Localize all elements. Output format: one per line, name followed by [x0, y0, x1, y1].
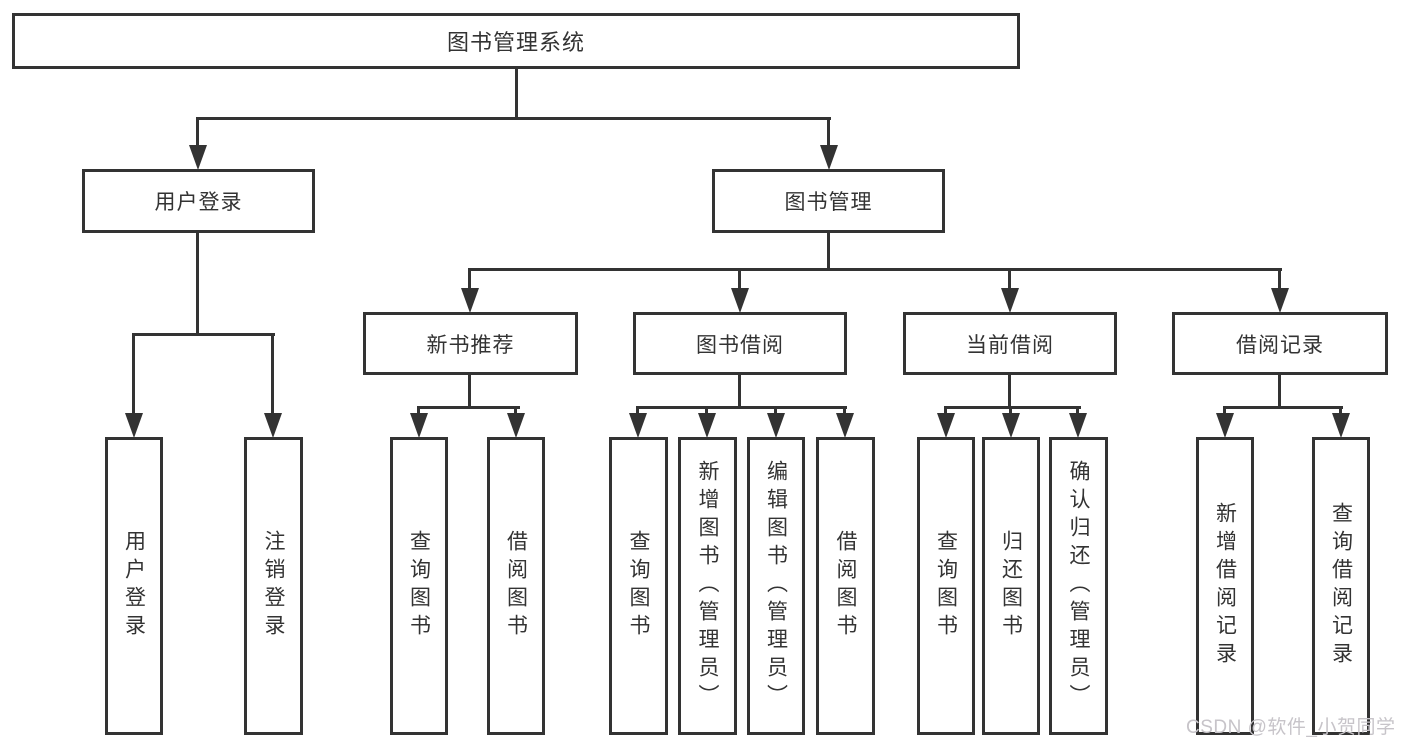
node-book-borrow-label: 图书借阅 — [696, 333, 784, 357]
arrowhead-down-icon — [1271, 288, 1289, 313]
arrowhead-down-icon — [1002, 413, 1020, 438]
connector-line — [468, 268, 1282, 271]
arrowhead-down-icon — [629, 413, 647, 438]
connector-line — [944, 406, 947, 418]
arrowhead-down-icon — [731, 288, 749, 313]
node-book-borrow: 图书借阅 — [633, 312, 847, 375]
arrowhead-down-icon — [1001, 288, 1019, 313]
node-user-login-label: 用户登录 — [154, 191, 243, 214]
leaf-borrow-add-books-label: 新增图书（管理员） — [696, 460, 720, 712]
csdn-watermark: CSDN @软件_小贺同学 — [1186, 717, 1396, 738]
connector-line — [271, 333, 274, 415]
leaf-records-query-record-label: 查询借阅记录 — [1329, 502, 1353, 670]
node-borrow-records-label: 借阅记录 — [1236, 333, 1324, 357]
node-borrow-records: 借阅记录 — [1172, 312, 1388, 375]
leaf-records-query-record: 查询借阅记录 — [1312, 437, 1370, 735]
arrowhead-down-icon — [767, 413, 785, 438]
connector-line — [843, 406, 846, 418]
leaf-current-confirm-return-label: 确认归还（管理员） — [1067, 460, 1091, 712]
leaf-records-add-record-label: 新增借阅记录 — [1213, 502, 1237, 670]
leaf-records-add-record: 新增借阅记录 — [1196, 437, 1254, 735]
node-current-borrow: 当前借阅 — [903, 312, 1117, 375]
leaf-user-login: 用户登录 — [105, 437, 163, 735]
connector-line — [132, 333, 275, 336]
leaf-borrow-add-books: 新增图书（管理员） — [678, 437, 737, 735]
arrowhead-down-icon — [461, 288, 479, 313]
leaf-borrow-edit-books: 编辑图书（管理员） — [747, 437, 805, 735]
connector-line — [738, 375, 741, 409]
leaf-current-confirm-return: 确认归还（管理员） — [1049, 437, 1108, 735]
arrowhead-down-icon — [1216, 413, 1234, 438]
arrowhead-down-icon — [507, 413, 525, 438]
leaf-recommend-query-books: 查询图书 — [390, 437, 448, 735]
node-user-login: 用户登录 — [82, 169, 315, 233]
node-current-borrow-label: 当前借阅 — [966, 333, 1054, 357]
leaf-recommend-borrow-books: 借阅图书 — [487, 437, 545, 735]
connector-line — [514, 406, 517, 418]
leaf-recommend-borrow-books-label: 借阅图书 — [504, 530, 528, 642]
leaf-borrow-borrow-books-label: 借阅图书 — [834, 530, 858, 642]
connector-line — [1008, 268, 1011, 292]
leaf-borrow-borrow-books: 借阅图书 — [816, 437, 875, 735]
node-book-management-label: 图书管理 — [784, 191, 873, 214]
connector-line — [1009, 406, 1012, 418]
connector-line — [636, 406, 847, 409]
connector-line — [196, 117, 199, 150]
arrowhead-down-icon — [1332, 413, 1350, 438]
arrowhead-down-icon — [264, 413, 282, 438]
leaf-borrow-edit-books-label: 编辑图书（管理员） — [764, 460, 788, 712]
arrowhead-down-icon — [698, 413, 716, 438]
node-book-management: 图书管理 — [712, 169, 945, 233]
arrowhead-down-icon — [410, 413, 428, 438]
arrowhead-down-icon — [125, 413, 143, 438]
connector-line — [944, 406, 1081, 409]
node-new-book-recommend: 新书推荐 — [363, 312, 578, 375]
connector-line — [1223, 406, 1226, 418]
arrowhead-down-icon — [189, 145, 207, 170]
connector-line — [636, 406, 639, 418]
connector-line — [468, 268, 471, 292]
connector-line — [132, 333, 135, 415]
leaf-current-return-books-label: 归还图书 — [999, 530, 1023, 642]
arrowhead-down-icon — [937, 413, 955, 438]
connector-line — [417, 406, 420, 418]
connector-line — [196, 117, 831, 120]
arrowhead-down-icon — [1069, 413, 1087, 438]
arrowhead-down-icon — [836, 413, 854, 438]
connector-line — [1278, 375, 1281, 409]
connector-line — [515, 67, 518, 119]
connector-line — [417, 406, 520, 409]
leaf-current-query-books: 查询图书 — [917, 437, 975, 735]
leaf-borrow-query-books-label: 查询图书 — [627, 530, 651, 642]
connector-line — [705, 406, 708, 418]
arrowhead-down-icon — [820, 145, 838, 170]
connector-line — [196, 233, 199, 336]
connector-line — [1008, 375, 1011, 409]
connector-line — [1223, 406, 1343, 409]
leaf-current-query-books-label: 查询图书 — [934, 530, 958, 642]
connector-line — [468, 375, 471, 409]
leaf-logout-label: 注销登录 — [262, 530, 286, 642]
leaf-current-return-books: 归还图书 — [982, 437, 1040, 735]
leaf-borrow-query-books: 查询图书 — [609, 437, 668, 735]
leaf-logout: 注销登录 — [244, 437, 303, 735]
connector-line — [738, 268, 741, 292]
leaf-user-login-label: 用户登录 — [122, 530, 146, 642]
node-root-label: 图书管理系统 — [446, 30, 585, 55]
connector-line — [1339, 406, 1342, 418]
connector-line — [827, 117, 830, 150]
connector-line — [1076, 406, 1079, 418]
connector-line — [827, 233, 830, 271]
node-root: 图书管理系统 — [12, 13, 1020, 69]
node-new-book-recommend-label: 新书推荐 — [426, 333, 515, 357]
connector-line — [1278, 268, 1281, 292]
leaf-recommend-query-books-label: 查询图书 — [407, 530, 431, 642]
connector-line — [774, 406, 777, 418]
